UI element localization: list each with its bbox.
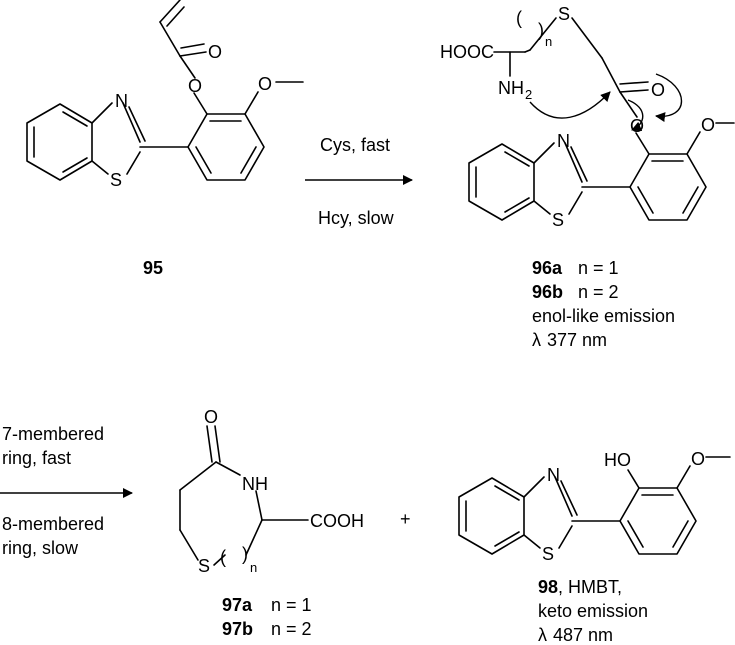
atom-N: N <box>547 465 560 485</box>
arrow-1-bottom-label: Hcy, slow <box>318 208 395 228</box>
compound-97-structure: O NH COOH S ( ) n <box>179 407 364 576</box>
arrow-2-bottom-label-1: 8-membered <box>2 514 104 534</box>
compound-96-lambda-symbol: λ <box>532 330 541 350</box>
atom-HOOC: HOOC <box>440 42 494 62</box>
atom-NH2: NH <box>498 78 524 98</box>
atom-S: S <box>558 4 570 24</box>
compound-96b-id: 96b <box>532 282 563 302</box>
atom-n: n <box>545 34 552 49</box>
compound-97b-id: 97b <box>222 619 253 639</box>
atom-O: O <box>630 116 644 136</box>
compound-97b-value: n = 2 <box>271 619 312 639</box>
compound-98-structure: N S HO O <box>458 449 731 564</box>
atom-n: n <box>250 560 257 575</box>
compound-98-name: , HMBT, <box>558 577 622 597</box>
atom-HO: HO <box>604 450 631 470</box>
atom-S: S <box>542 544 554 564</box>
paren-open: ( <box>220 547 226 567</box>
compound-96-emission: enol-like emission <box>532 306 675 326</box>
compound-98-lambda-symbol: λ <box>538 625 547 645</box>
atom-N: N <box>115 91 128 111</box>
paren-open: ( <box>516 8 522 28</box>
atom-O: O <box>258 74 272 94</box>
compound-98-label-line1: 98, HMBT, <box>538 577 622 597</box>
compound-98-id: 98 <box>538 577 558 597</box>
atom-subscript-2: 2 <box>525 87 532 102</box>
arrow-2-top-label-2: ring, fast <box>2 448 71 468</box>
compound-96-lambda-value: 377 nm <box>547 330 607 350</box>
compound-96b-value: n = 2 <box>578 282 619 302</box>
compound-96-structure: N S O O O S HOOC NH 2 ( ) n <box>440 4 735 230</box>
paren-close: ) <box>242 544 248 564</box>
atom-S: S <box>110 170 122 190</box>
arrow-2-top-label-1: 7-membered <box>2 424 104 444</box>
atom-O: O <box>208 42 222 62</box>
compound-95-label: 95 <box>143 258 163 278</box>
compound-97a-value: n = 1 <box>271 595 312 615</box>
compound-98-lambda-value: 487 nm <box>553 625 613 645</box>
arrow-2-bottom-label-2: ring, slow <box>2 538 79 558</box>
compound-97a-id: 97a <box>222 595 253 615</box>
compound-96a-value: n = 1 <box>578 258 619 278</box>
plus-sign: + <box>400 509 411 529</box>
arrow-1-top-label: Cys, fast <box>320 135 390 155</box>
atom-O: O <box>651 80 665 100</box>
atom-NH: NH <box>242 474 268 494</box>
atom-S: S <box>552 210 564 230</box>
atom-S: S <box>198 556 210 576</box>
compound-96a-id: 96a <box>532 258 563 278</box>
atom-O: O <box>204 407 218 427</box>
atom-O: O <box>188 76 202 96</box>
compound-98-emission: keto emission <box>538 601 648 621</box>
atom-O: O <box>691 449 705 469</box>
compound-95-structure: N S O O O <box>26 0 304 190</box>
paren-close: ) <box>538 20 544 40</box>
atom-O: O <box>701 115 715 135</box>
atom-N: N <box>557 131 570 151</box>
atom-COOH: COOH <box>310 511 364 531</box>
